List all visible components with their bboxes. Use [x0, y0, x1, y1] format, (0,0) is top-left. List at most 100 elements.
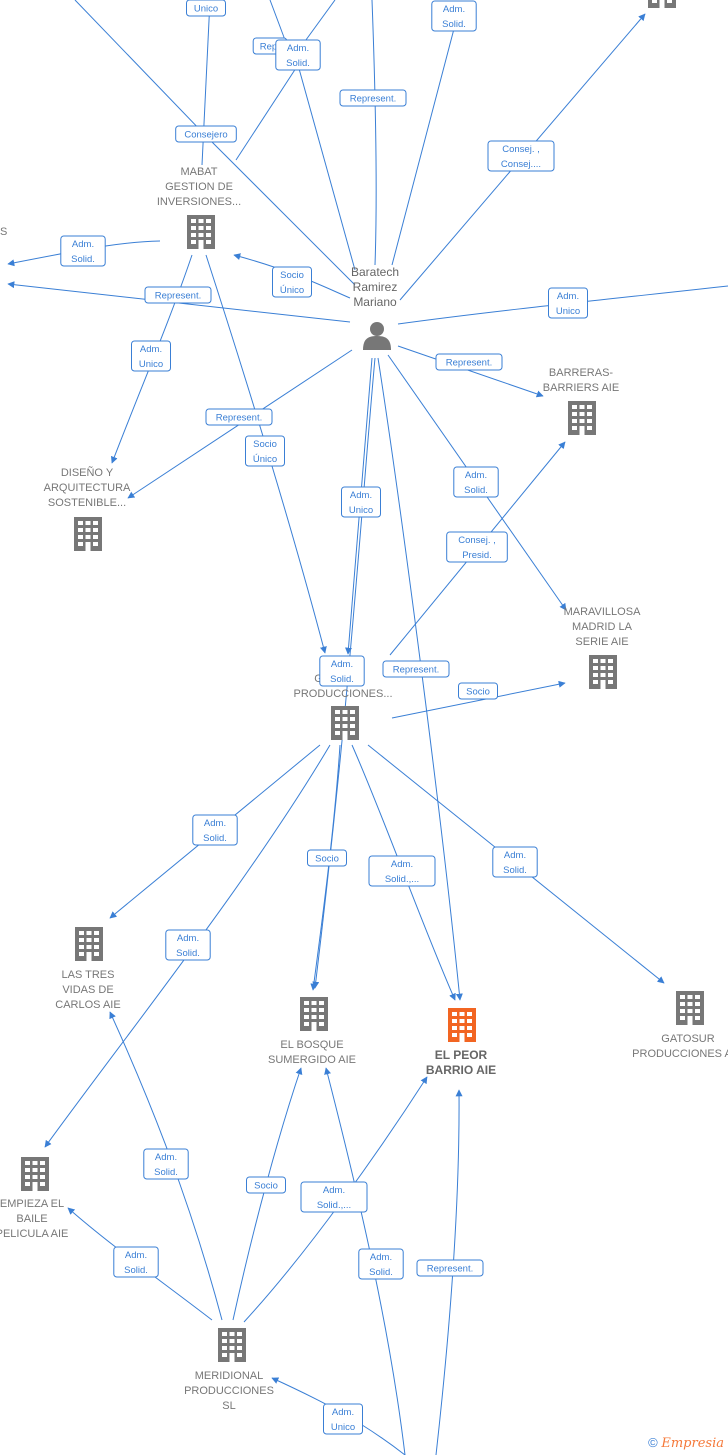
- edge: [391, 680, 566, 719]
- company-node-barreras[interactable]: BARRERAS-BARRIERS AIE: [543, 367, 619, 435]
- edge-label[interactable]: Represent.: [435, 353, 503, 371]
- edge-label-text: Represent.: [350, 94, 396, 105]
- company-node-topright[interactable]: [648, 0, 676, 8]
- edge-label-box: [323, 1403, 363, 1435]
- edge-label[interactable]: Adm.Solid.: [358, 1248, 404, 1280]
- edge-label-text: Unico: [331, 1422, 355, 1433]
- edge-label-box: [341, 486, 381, 518]
- edge-label-text: Consej....: [501, 159, 541, 170]
- edge-label-text: Único: [253, 454, 277, 465]
- edges: [7, 0, 728, 1455]
- edge-label-text: Solid.: [71, 254, 95, 265]
- edge-label-text: Presid.: [462, 550, 492, 561]
- edge-label-text: Represent.: [216, 413, 262, 424]
- edge: [371, 0, 377, 266]
- edge-label-text: Adm.: [155, 1152, 177, 1163]
- edge-label-box: [435, 353, 503, 371]
- edge-label-box: [60, 235, 106, 267]
- edge-label-text: Solid.: [330, 674, 354, 685]
- edge-label-text: Repr: [260, 42, 281, 53]
- edge-label[interactable]: Adm.Solid.,...: [300, 1181, 368, 1213]
- edge-label-text: Consejero: [184, 130, 227, 141]
- edge-label-box: [431, 0, 477, 32]
- copyright-symbol: ©: [648, 1435, 658, 1450]
- edge-label[interactable]: Consej. ,Consej....: [487, 140, 555, 172]
- edge-label[interactable]: Adm.Unico: [323, 1403, 363, 1435]
- building-icon: [218, 1328, 246, 1362]
- svg-text:BARRERAS-BARRIERS AIE: BARRERAS-BARRIERS AIE: [543, 367, 619, 394]
- edge-label-text: Adm.: [504, 850, 526, 861]
- edge-label[interactable]: Adm.Solid.: [60, 235, 106, 267]
- edge-label-box: [165, 929, 211, 961]
- brand-logo-text: Empresia: [661, 1436, 724, 1451]
- edge-label-text: Adm.: [391, 859, 413, 870]
- edge-label[interactable]: Adm.Solid.: [431, 0, 477, 32]
- edge-label[interactable]: Represent.: [144, 286, 212, 304]
- edge-label[interactable]: Adm.Solid.: [319, 655, 365, 687]
- edge-label[interactable]: Adm.Solid.: [192, 814, 238, 846]
- edge-label[interactable]: Represent.: [416, 1259, 484, 1277]
- building-icon: [187, 215, 215, 249]
- edge-label-text: Unico: [139, 359, 163, 370]
- edge-label-text: Unico: [194, 4, 218, 15]
- edge-label[interactable]: Adm.Solid.: [143, 1148, 189, 1180]
- edge-label[interactable]: Represent.: [382, 660, 450, 678]
- edge-label-box: [307, 849, 347, 867]
- edge-label-box: [492, 846, 538, 878]
- edge-label-box: [113, 1246, 159, 1278]
- edge-label-text: Solid.: [176, 948, 200, 959]
- edge-label[interactable]: Adm.Solid.: [453, 466, 499, 498]
- edge-label[interactable]: Adm.Unico: [548, 287, 588, 319]
- edge-label[interactable]: Unico: [186, 0, 226, 17]
- edge-label[interactable]: Socio: [458, 682, 498, 700]
- edge-label-text: Adm.: [204, 818, 226, 829]
- edge-label[interactable]: Consej. ,Presid.: [446, 531, 508, 563]
- edge-label[interactable]: Adm.Unico: [341, 486, 381, 518]
- edge-label-text: Adm.: [287, 43, 309, 54]
- edge-label[interactable]: Represent.: [205, 408, 273, 426]
- edge-label-text: Solid.,...: [385, 874, 419, 885]
- person-icon: [363, 322, 391, 350]
- edge-label[interactable]: Socio: [307, 849, 347, 867]
- edge-label-text: Adm.: [125, 1250, 147, 1261]
- edge-label-box: [205, 408, 273, 426]
- edge-label-box: [548, 287, 588, 319]
- edge-label[interactable]: Consejero: [175, 125, 237, 143]
- edge-label-text: Solid.: [503, 865, 527, 876]
- edge-label-text: Adm.: [557, 291, 579, 302]
- edge-label[interactable]: Adm.Solid.: [113, 1246, 159, 1278]
- edge-label[interactable]: Represent.: [339, 89, 407, 107]
- edge: [297, 64, 356, 271]
- edge-label[interactable]: Adm. Solid.: [492, 846, 538, 878]
- edge-label[interactable]: Adm.Unico: [131, 340, 171, 372]
- edge-label[interactable]: Socio: [246, 1176, 286, 1194]
- edge-label[interactable]: Adm.Solid.: [275, 39, 321, 71]
- edge-label[interactable]: Adm.Solid.: [165, 929, 211, 961]
- edge-label[interactable]: Adm. Solid.,...: [368, 855, 436, 887]
- edge-label-box: [186, 0, 226, 17]
- edge-label-box: [416, 1259, 484, 1277]
- edge-label-text: Solid.: [442, 19, 466, 30]
- edge: [235, 64, 299, 161]
- edge-label-box: [458, 682, 498, 700]
- edge-label-box: [319, 655, 365, 687]
- edge-label-text: Represent.: [155, 291, 201, 302]
- edge-label-text: Solid.,...: [317, 1200, 351, 1211]
- building-icon: [448, 1008, 476, 1042]
- edge-label-box: [487, 140, 555, 172]
